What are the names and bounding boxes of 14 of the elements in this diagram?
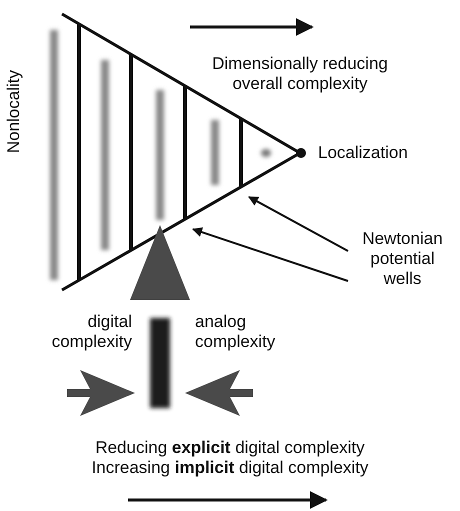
divider-line xyxy=(129,54,133,250)
divider-line xyxy=(183,86,187,220)
side-label: digital complexity xyxy=(50,312,132,352)
callout-text: Newtonian potential wells xyxy=(350,229,455,289)
caption-text: Increasing implicit digital complexity xyxy=(90,458,370,478)
side-label: analog complexity xyxy=(195,312,276,352)
leader-line xyxy=(248,196,348,252)
caption-text: Dimensionally reducing overall complexity xyxy=(211,54,389,94)
caption-text: Reducing explicit digital complexity xyxy=(94,438,366,458)
divider-line xyxy=(239,118,243,187)
axis-label: Nonlocality xyxy=(4,70,24,154)
leader-line xyxy=(192,227,348,282)
divider-line xyxy=(77,24,81,280)
point-label: Localization xyxy=(318,143,408,163)
